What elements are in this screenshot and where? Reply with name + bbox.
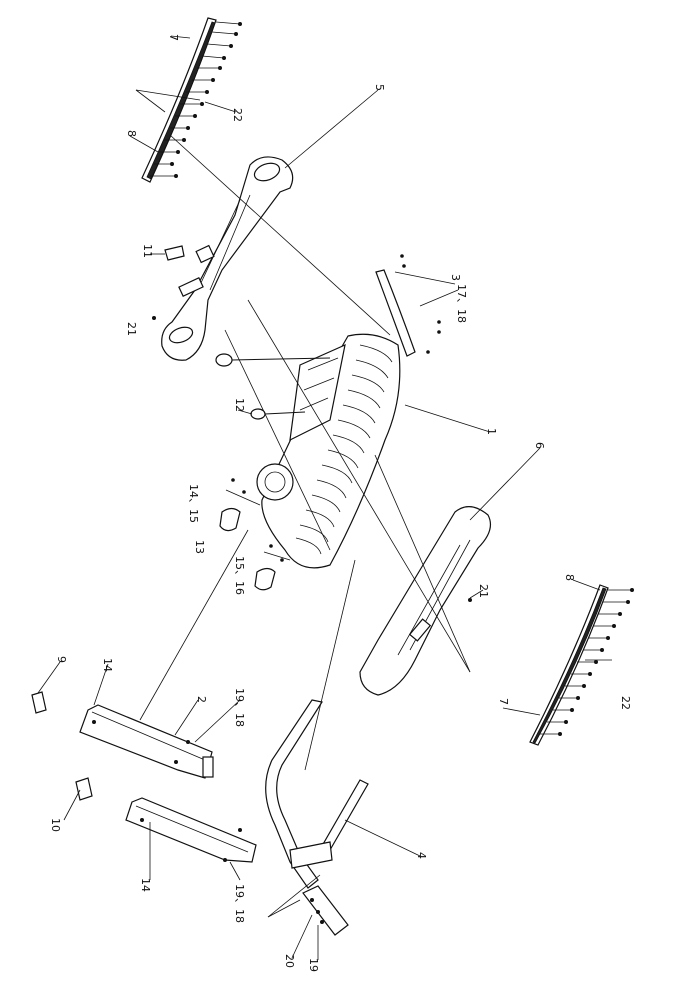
upright-lower <box>125 797 257 863</box>
callout-1: 1 <box>485 428 498 435</box>
callout-labels: 7 22 8 5 11 21 3 17、18 12 1 14、15 13 15、… <box>49 34 632 972</box>
side-rail-top <box>141 17 242 183</box>
callout-19-bottom: 19 <box>307 958 320 972</box>
callout-8-top: 8 <box>125 130 138 137</box>
callout-14-15: 14、15 <box>187 484 200 523</box>
callout-4: 4 <box>415 852 428 859</box>
screw-21-top <box>152 316 156 320</box>
callout-8-right: 8 <box>563 574 576 581</box>
callout-17-18: 17、18 <box>455 284 468 323</box>
foot-parts <box>219 478 291 591</box>
bracket-11 <box>164 245 185 261</box>
upright-2 <box>79 704 214 779</box>
callout-10: 10 <box>49 818 62 832</box>
end-plate-19-20 <box>302 885 349 936</box>
callout-5: 5 <box>373 84 386 91</box>
plate-10 <box>75 777 93 801</box>
callout-22-right: 22 <box>619 696 632 710</box>
callout-20: 20 <box>283 954 296 968</box>
side-cover-right <box>359 506 491 696</box>
callout-3: 3 <box>449 274 462 281</box>
callout-21-top: 21 <box>125 322 138 336</box>
side-cover-left <box>161 156 294 361</box>
callout-2: 2 <box>195 696 208 703</box>
callout-14-lower: 14 <box>139 878 152 892</box>
handlebar-4 <box>265 699 369 889</box>
knob-12 <box>215 353 331 420</box>
callout-7-right: 7 <box>497 698 510 705</box>
side-rail-right <box>529 584 634 746</box>
plate-9 <box>31 691 47 714</box>
callout-13: 13 <box>193 540 206 554</box>
callout-6: 6 <box>533 442 546 449</box>
callout-14-upper: 14 <box>101 658 114 672</box>
callout-11: 11 <box>141 244 154 258</box>
callout-12: 12 <box>233 398 246 412</box>
main-deck-frame <box>256 333 401 569</box>
callout-19-18-upper: 19、18 <box>233 688 246 727</box>
callout-19-18-lower: 19、18 <box>233 884 246 923</box>
callout-9: 9 <box>55 656 68 663</box>
leader-lines <box>37 35 612 960</box>
callout-7-top: 7 <box>167 34 180 41</box>
rear-roller-3 <box>375 254 441 357</box>
callout-15-16: 15、16 <box>233 556 246 595</box>
callout-22-top: 22 <box>231 108 244 122</box>
callout-21-right: 21 <box>477 584 490 598</box>
